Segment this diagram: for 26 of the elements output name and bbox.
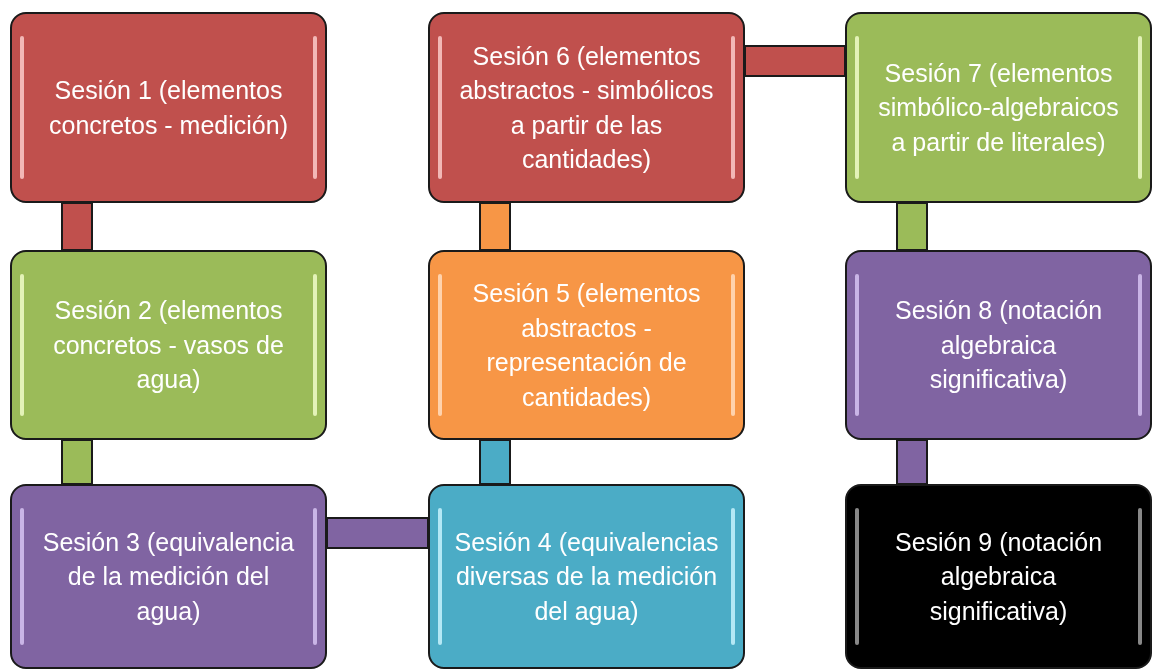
connector-bar xyxy=(61,202,93,251)
session-label: Sesión 2 (elementos concretos - vasos de agua) xyxy=(52,295,285,396)
session-box xyxy=(845,250,1152,440)
session-box xyxy=(428,250,745,440)
session-label: Sesión 4 (equivalencias diversas de la medición del agua) xyxy=(454,526,719,627)
connector-bar xyxy=(479,439,511,485)
session-box xyxy=(10,250,327,440)
connector-bar xyxy=(744,45,846,77)
session-label: Sesión 8 (notación algebraica significativa) xyxy=(893,295,1104,396)
session-label: Sesión 3 (equivalencia de la medición del agua) xyxy=(41,526,296,627)
session-box xyxy=(845,484,1152,669)
session-label: Sesión 9 (notación algebraica significativa) xyxy=(893,526,1104,627)
connector-bar xyxy=(896,202,928,251)
session-label: Sesión 5 (elementos abstractos - representación de cantidades) xyxy=(471,278,702,413)
session-box xyxy=(428,12,745,203)
session-label: Sesión 1 (elementos concretos - medición) xyxy=(48,75,289,141)
session-box xyxy=(428,484,745,669)
connector-bar xyxy=(479,202,511,251)
connector-bar xyxy=(326,517,429,549)
session-box xyxy=(845,12,1152,203)
connector-bar xyxy=(896,439,928,485)
session-label: Sesión 7 (elementos simbólico-algebraicos a partir de literales) xyxy=(877,57,1120,158)
session-box xyxy=(10,484,327,669)
session-label: Sesión 6 (elementos abstractos - simbólicos a partir de las cantidades) xyxy=(458,40,715,175)
connector-bar xyxy=(61,439,93,485)
session-box xyxy=(10,12,327,203)
